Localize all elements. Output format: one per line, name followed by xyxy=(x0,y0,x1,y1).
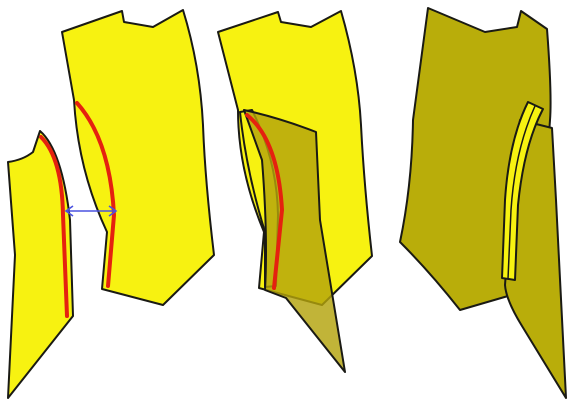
step-2-group xyxy=(218,11,372,372)
step1-center-panel xyxy=(62,10,214,305)
step-3-group xyxy=(400,8,566,398)
step-1-group xyxy=(8,10,214,398)
